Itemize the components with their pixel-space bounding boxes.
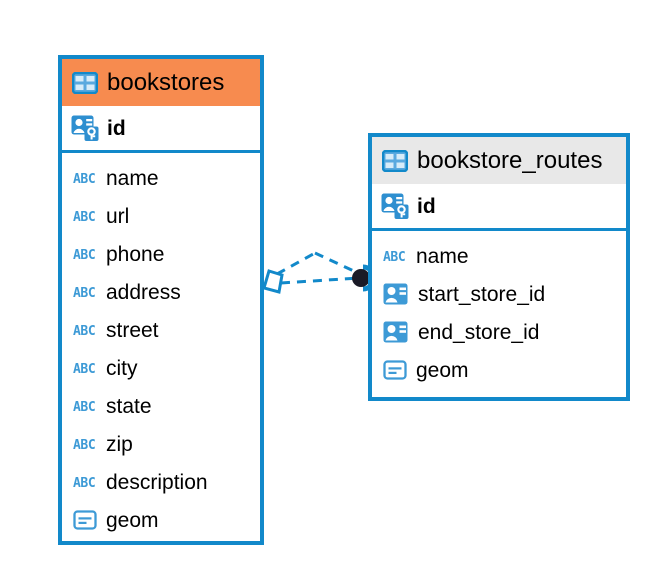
relationship-connector[interactable] [255, 240, 380, 325]
diamond-marker [262, 269, 284, 294]
field-row[interactable]: ABC name [62, 159, 260, 197]
relationship-lines [276, 251, 360, 285]
field-row[interactable]: ABC zip [62, 425, 260, 463]
svg-text:ABC: ABC [73, 248, 95, 263]
table-icon [71, 71, 99, 94]
field-label: name [416, 244, 469, 268]
primary-key-label: id [417, 194, 436, 218]
primary-key-label: id [107, 116, 126, 140]
relationship-line-middle [280, 276, 360, 285]
field-label: state [106, 394, 152, 418]
relationship-line-upper-left [276, 251, 316, 276]
text-type-icon: ABC [73, 243, 97, 265]
text-type-icon: ABC [73, 357, 97, 379]
field-label: street [106, 318, 159, 342]
field-row[interactable]: end_store_id [372, 313, 626, 351]
svg-text:ABC: ABC [73, 438, 95, 453]
svg-text:ABC: ABC [73, 286, 95, 301]
svg-text:ABC: ABC [73, 476, 95, 491]
field-list-bookstores: ABC name ABC url ABC p [62, 153, 260, 539]
field-row[interactable]: geom [62, 501, 260, 539]
table-icon [381, 149, 409, 172]
field-label: start_store_id [418, 282, 546, 306]
text-type-icon: ABC [73, 471, 97, 493]
foreign-key-icon [383, 320, 409, 344]
entity-title: bookstore_routes [417, 146, 603, 174]
field-row[interactable]: start_store_id [372, 275, 626, 313]
field-label: end_store_id [418, 320, 540, 344]
primary-key-row[interactable]: id [62, 106, 260, 153]
field-row[interactable]: ABC street [62, 311, 260, 349]
primary-key-icon [381, 192, 409, 220]
primary-key-row[interactable]: id [372, 184, 626, 231]
field-row[interactable]: ABC name [372, 237, 626, 275]
text-type-icon: ABC [73, 395, 97, 417]
field-label: description [106, 470, 208, 494]
field-list-bookstore-routes: ABC name start_store_id [372, 231, 626, 389]
entity-header-bookstore-routes[interactable]: bookstore_routes [372, 137, 626, 184]
field-label: url [106, 204, 130, 228]
text-type-icon: ABC [73, 433, 97, 455]
field-row[interactable]: ABC phone [62, 235, 260, 273]
field-row[interactable]: ABC state [62, 387, 260, 425]
field-label: geom [106, 508, 159, 532]
geometry-type-icon [383, 359, 407, 381]
geometry-type-icon [73, 509, 97, 531]
field-row[interactable]: ABC description [62, 463, 260, 501]
entity-title: bookstores [107, 68, 225, 96]
svg-text:ABC: ABC [73, 172, 95, 187]
text-type-icon: ABC [73, 205, 97, 227]
text-type-icon: ABC [73, 167, 97, 189]
field-row[interactable]: ABC url [62, 197, 260, 235]
primary-key-icon [71, 114, 99, 142]
text-type-icon: ABC [73, 281, 97, 303]
text-type-icon: ABC [383, 245, 407, 267]
field-label: name [106, 166, 159, 190]
field-label: geom [416, 358, 469, 382]
field-row[interactable]: ABC address [62, 273, 260, 311]
foreign-key-icon [383, 282, 409, 306]
field-row[interactable]: ABC city [62, 349, 260, 387]
field-label: phone [106, 242, 165, 266]
field-label: city [106, 356, 138, 380]
svg-text:ABC: ABC [73, 362, 95, 377]
svg-text:ABC: ABC [73, 210, 95, 225]
field-row[interactable]: geom [372, 351, 626, 389]
entity-bookstores[interactable]: bookstores id [58, 55, 264, 545]
relationship-line-upper-right [314, 251, 359, 275]
svg-text:ABC: ABC [73, 324, 95, 339]
svg-text:ABC: ABC [73, 400, 95, 415]
field-label: address [106, 280, 181, 304]
text-type-icon: ABC [73, 319, 97, 341]
entity-bookstore-routes[interactable]: bookstore_routes id [368, 133, 630, 401]
entity-header-bookstores[interactable]: bookstores [62, 59, 260, 106]
field-label: zip [106, 432, 133, 456]
svg-text:ABC: ABC [383, 250, 405, 265]
